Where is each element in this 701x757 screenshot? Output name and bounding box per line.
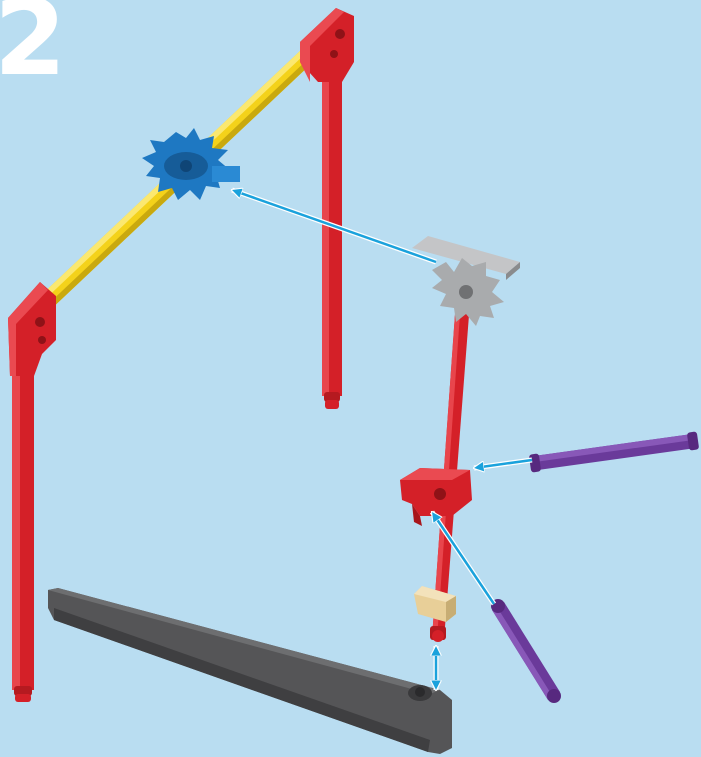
red-connector-left-corner bbox=[8, 282, 56, 376]
red-rod-right bbox=[322, 60, 342, 409]
gray-connector bbox=[412, 236, 520, 326]
purple-rod-long bbox=[529, 431, 699, 472]
purple-rod-short bbox=[491, 599, 561, 703]
red-rod-left bbox=[12, 360, 34, 702]
dark-gray-bar bbox=[48, 588, 452, 754]
tan-clip bbox=[414, 586, 456, 622]
red-connector-right-corner bbox=[300, 8, 354, 82]
